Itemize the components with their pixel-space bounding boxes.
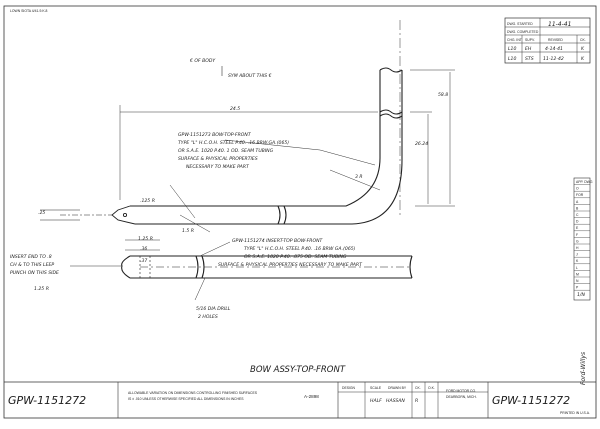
col-supv-header: SUPV.: [525, 38, 535, 42]
dim-58-8: 58.8: [438, 92, 448, 98]
insert-surface-note: SURFACE & PHYSICAL PROPERTIES NECESSARY …: [218, 262, 363, 268]
rev-row-2-supv: STS: [525, 56, 534, 62]
dim-3r: 3 R: [355, 174, 363, 180]
strip-item: C: [576, 213, 579, 217]
dim-125b: 1.25 R: [138, 236, 153, 242]
col-chg-header: CHG. INT: [507, 38, 522, 42]
insert-type-note: TYPE "L" H.C.O.H. STEEL P.40. .16 BRW GA…: [244, 246, 356, 252]
date-started-label: DWG. STARTED: [507, 22, 533, 26]
ck-label: CK.: [415, 386, 421, 390]
title-block: GPW-1151272 ALLOWABLE VARIATION ON DIMEN…: [8, 382, 590, 418]
drill-note-1: 5/16 DIA DRILL: [196, 306, 231, 312]
rev-row-1-chg: L10: [508, 46, 516, 52]
dimension-lines: [70, 69, 455, 301]
strip-item: APP. DWG: [576, 180, 593, 184]
dim-25: .25: [38, 210, 45, 216]
strip-item: E: [576, 226, 579, 230]
col-ck-header: CK.: [580, 38, 586, 42]
centerline-note: € OF BODY: [189, 58, 216, 64]
drawn-by-label: DRAWN BY: [388, 386, 407, 390]
insert-tube: [121, 255, 413, 279]
strip-item: O: [576, 187, 579, 191]
strip-item: A: [576, 200, 579, 204]
scale-value: HALF: [370, 398, 382, 404]
strip-item: FOR: [576, 193, 584, 197]
strip-item: L: [576, 266, 578, 270]
strip-scale-mark: 1/N: [577, 292, 585, 298]
dim-37: .37: [140, 258, 147, 264]
revision-block: DWG. STARTED 11-4-41 DWG. COMPLETED CHG.…: [504, 17, 591, 64]
dim-36: .36: [140, 246, 147, 252]
rev-row-2-revised: 11-12-42: [543, 56, 564, 62]
drill-note-2: 2 HOLES: [198, 314, 218, 320]
insert-part-note: GPW-1151274 INSERT-TOP BOW-FRONT: [232, 238, 324, 244]
date-completed-label: DWG. COMPLETED: [507, 30, 539, 34]
strip-item: P: [576, 286, 579, 290]
dim-26-24: 26.24: [415, 141, 428, 147]
date-started-value: 11-4-41: [548, 21, 571, 28]
part-number-right: GPW-1151272: [492, 394, 570, 407]
tolerance-line-2: IS ± .010 UNLESS OTHERWISE SPECIFIED ALL…: [128, 397, 244, 401]
rev-row-1-supv: EH: [525, 46, 532, 52]
company-line-1: FORD MOTOR CO.: [446, 389, 476, 393]
front-sae-note: OR S.A.E. 1020 P.40. 1 OD. SEAM TUBING: [178, 148, 274, 154]
design-label: DESIGN: [342, 386, 356, 390]
rev-row-2-chg: L10: [508, 56, 516, 62]
col-revised-header: REVISED: [548, 38, 563, 42]
strip-item: J: [576, 253, 578, 257]
insert-note-1: INSERT END TO .8: [10, 254, 52, 260]
strip-item: D: [576, 220, 579, 224]
strip-item: K: [576, 259, 579, 263]
rev-row-2-ck: K: [581, 56, 585, 62]
tolerance-line-1: ALLOWABLE VARIATION ON DIMENSIONS CONTRO…: [128, 391, 258, 395]
dim-125c: 1.25 R: [34, 286, 49, 292]
insert-sae-note: OR S.A.E. 1020 P.40. .875 OD. SEAM TUBIN…: [244, 254, 347, 260]
bow-tube: [130, 67, 403, 225]
rev-row-1-ck: K: [581, 46, 585, 52]
front-necessary-note: NECESSARY TO MAKE PART: [186, 164, 250, 170]
end-detail: [40, 205, 136, 225]
print-mark: PRINTED IN U.S.A.: [560, 411, 590, 415]
company-line-2: DEARBORN, MICH.: [446, 395, 477, 399]
front-surface-note: SURFACE & PHYSICAL PROPERTIES: [178, 156, 258, 162]
drawn-by-value: HASSAN: [386, 398, 405, 404]
strip-item: F: [576, 233, 578, 237]
insert-note-3: PUNCH ON THIS SIDE: [10, 270, 59, 276]
sheet-border: [3, 5, 597, 419]
strip-item: M: [576, 272, 579, 276]
part-number-left: GPW-1151272: [8, 394, 86, 407]
insert-note-2: CH & TO THIS LEEP: [10, 262, 54, 268]
ok-label: O.K.: [428, 386, 435, 390]
ck-value: R: [415, 398, 418, 404]
rev-row-1-revised: 4-14-41: [545, 46, 563, 52]
ref-number: A-2898: [304, 394, 319, 399]
strip-item: G: [576, 239, 579, 243]
strip-item: H: [576, 246, 579, 250]
signature: Ford-Willys: [580, 352, 587, 385]
dim-15r: 1.5 R: [182, 228, 194, 234]
sym-note: SYM ABOUT THIS €: [228, 73, 272, 79]
drawing-title: BOW ASSY-TOP-FRONT: [250, 365, 346, 375]
top-left-stamp: LOWN SIOTA 4/41-9.K.8: [10, 9, 48, 13]
front-type-note: TYPE "L" H.C.O.H. STEEL P.40. .16 BRW.GA…: [178, 140, 289, 146]
front-part-note: GPW-1151273 BOW-TOP-FRONT: [178, 132, 252, 138]
strip-item: B: [576, 206, 579, 210]
scale-label: SCALE: [370, 386, 382, 390]
strip-item: N: [576, 279, 579, 283]
dim-125r: .125 R: [140, 198, 155, 204]
dim-24-5: 24.5: [230, 106, 240, 112]
